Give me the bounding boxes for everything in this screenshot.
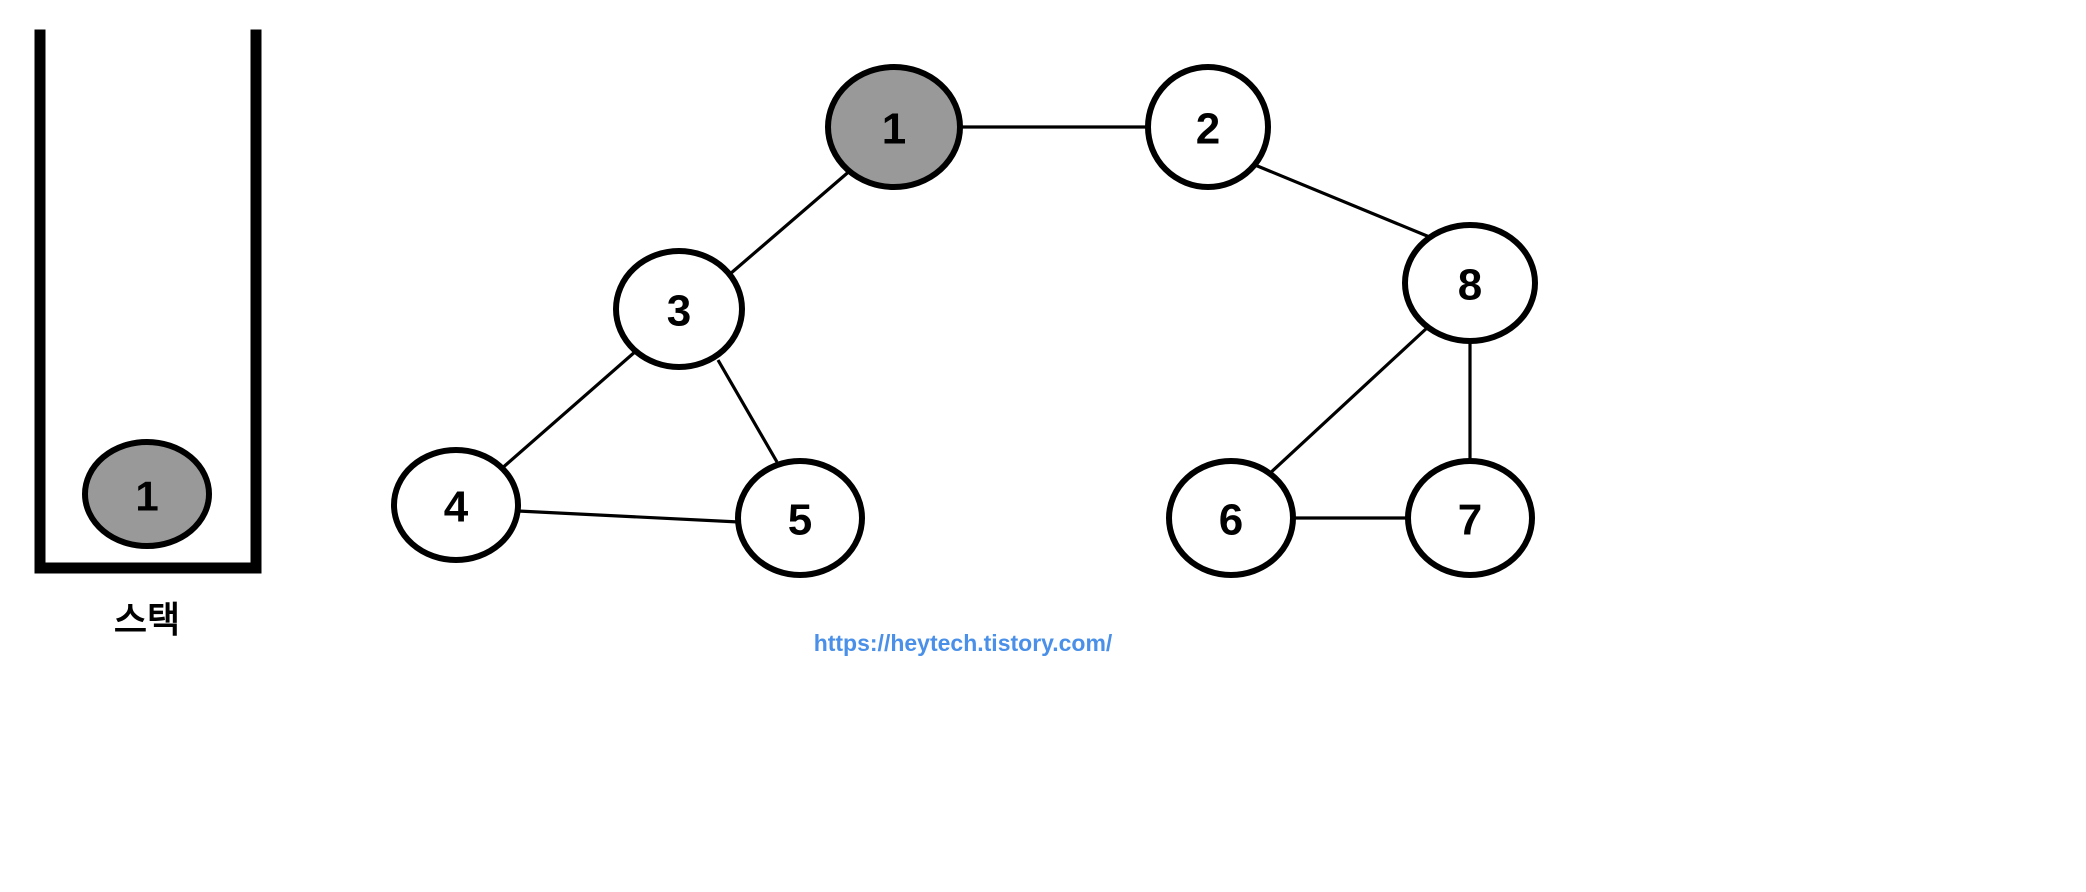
graph-node-shape[interactable] <box>391 447 521 563</box>
watermark-url[interactable]: https://heytech.tistory.com/ <box>814 630 1113 656</box>
graph-node-shape[interactable] <box>1402 222 1538 344</box>
graph-node-7[interactable]: 7 <box>1405 458 1535 578</box>
graph-node-shape[interactable] <box>735 458 865 578</box>
graph-node-shape[interactable] <box>825 64 963 190</box>
graph-node-3[interactable]: 3 <box>613 248 745 370</box>
graph-node-8[interactable]: 8 <box>1402 222 1538 344</box>
graph-node-label: 2 <box>1196 105 1220 154</box>
graph-edge-n3-n5 <box>716 359 779 463</box>
graph-node-label: 4 <box>444 483 469 532</box>
graph-edge-n2-n8 <box>1254 163 1433 240</box>
graph-nodes: 1 2 3 4 5 6 7 8 <box>391 64 1538 578</box>
graph-node-shape[interactable] <box>1166 458 1296 578</box>
graph-node-label: 3 <box>667 287 691 336</box>
graph-edge-n1-n3 <box>728 167 854 276</box>
stack-caption-label: 스택 <box>114 599 180 640</box>
graph-edge-n4-n5 <box>517 509 740 524</box>
stack-item: 1 <box>82 439 212 549</box>
graph-node-2[interactable]: 2 <box>1145 64 1271 190</box>
graph-node-label: 1 <box>882 105 906 154</box>
graph-node-label: 5 <box>788 496 812 545</box>
graph-node-label: 6 <box>1219 496 1243 545</box>
graph-node-5[interactable]: 5 <box>735 458 865 578</box>
graph-diagram: 1 2 3 4 5 6 7 8 <box>391 64 1538 578</box>
stack-panel: 1 스택 <box>34 29 262 640</box>
graph-node-shape[interactable] <box>1145 64 1271 190</box>
graph-node-label: 8 <box>1458 261 1482 310</box>
stack-items: 1 <box>82 439 212 549</box>
graph-edges <box>498 125 1472 524</box>
graph-edge-n8-n6 <box>1266 325 1430 477</box>
stack-item-shape <box>82 439 212 549</box>
stack-item-label: 1 <box>135 473 158 520</box>
graph-node-6[interactable]: 6 <box>1166 458 1296 578</box>
graph-node-1[interactable]: 1 <box>825 64 963 190</box>
graph-node-shape[interactable] <box>613 248 745 370</box>
stack-container-outline <box>34 29 262 574</box>
graph-node-label: 7 <box>1458 496 1482 545</box>
graph-edge-n3-n4 <box>498 349 638 472</box>
graph-node-4[interactable]: 4 <box>391 447 521 563</box>
graph-node-shape[interactable] <box>1405 458 1535 578</box>
